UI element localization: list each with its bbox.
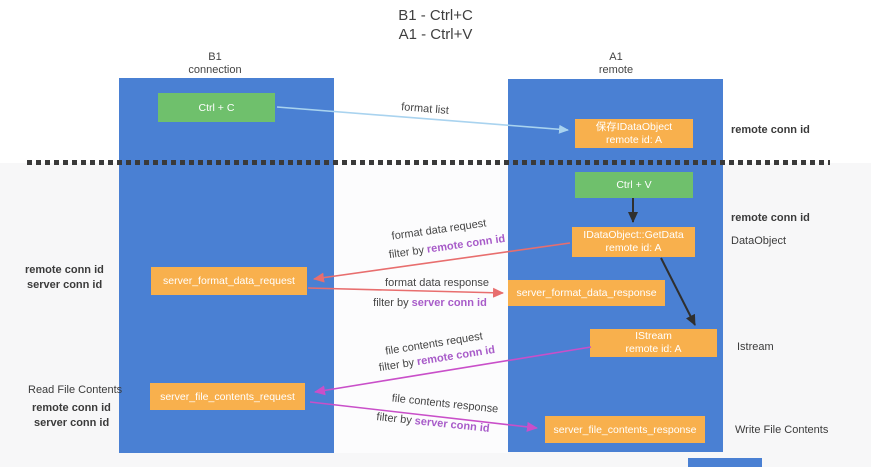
remote-conn-id-annotation-top: remote conn id (731, 124, 810, 136)
lane-a1-role: remote (598, 64, 634, 76)
remote-conn-id-annotation-left-2: remote conn id (32, 402, 111, 414)
server-file-contents-response-label: server_file_contents_response (553, 423, 697, 436)
cutoff-blue-strip (688, 458, 762, 467)
istream-box: IStream remote id: A (590, 329, 717, 357)
getdata-remote-id: remote id: A (605, 242, 662, 254)
diagram-title: B1 - Ctrl+C A1 - Ctrl+V (0, 6, 871, 44)
format-data-response-label: format data response (385, 277, 489, 289)
remote-conn-id-annotation-left-1: remote conn id (25, 264, 104, 276)
server-file-contents-request-box: server_file_contents_request (150, 383, 305, 410)
save-idataobject-label: 保存IDataObject (595, 120, 673, 133)
lane-header-a1: A1 remote (546, 51, 686, 77)
istream-remote-id: remote id: A (625, 343, 682, 355)
istream-label: IStream (635, 330, 672, 342)
save-idataobject-box: 保存IDataObject remote id: A (575, 119, 693, 148)
server-format-data-response-label: server_format_data_response (516, 287, 657, 299)
lane-b1-name: B1 (208, 51, 222, 63)
ctrl-v-label: Ctrl + V (616, 179, 652, 191)
server-format-data-request-label: server_format_data_request (163, 275, 295, 287)
session-divider-dashed-line (27, 160, 830, 165)
title-line-2: A1 - Ctrl+V (398, 26, 473, 43)
title-line-1: B1 - Ctrl+C (398, 7, 473, 24)
idataobject-getdata-box: IDataObject::GetData remote id: A (572, 227, 695, 257)
server-conn-id-annotation-left-2: server conn id (34, 417, 110, 429)
read-file-contents-annotation: Read File Contents (28, 384, 123, 396)
dataobject-annotation: DataObject (731, 235, 787, 247)
server-file-contents-response-box: server_file_contents_response (545, 416, 705, 443)
getdata-label: IDataObject::GetData (583, 229, 684, 241)
format-list-label: format list (400, 101, 450, 117)
save-idataobject-remote-id: remote id: A (605, 133, 663, 146)
write-file-contents-annotation: Write File Contents (735, 424, 829, 436)
remote-conn-id-annotation-mid: remote conn id (731, 212, 810, 224)
lane-a1-name: A1 (609, 51, 623, 63)
ctrl-c-box: Ctrl + C (158, 93, 275, 122)
ctrl-c-label: Ctrl + C (198, 101, 235, 114)
ctrl-v-box: Ctrl + V (575, 172, 693, 198)
server-format-data-response-box: server_format_data_response (508, 280, 665, 306)
server-conn-id-annotation-left-1: server conn id (27, 279, 103, 291)
server-file-contents-request-label: server_file_contents_request (160, 390, 295, 403)
server-conn-id-key: server conn id (411, 297, 487, 309)
filter-by-text: filter by (373, 297, 409, 309)
lane-header-b1: B1 connection (145, 51, 285, 77)
istream-annotation: Istream (737, 341, 774, 353)
server-format-data-request-box: server_format_data_request (151, 267, 307, 295)
lane-b1-role: connection (188, 64, 242, 76)
